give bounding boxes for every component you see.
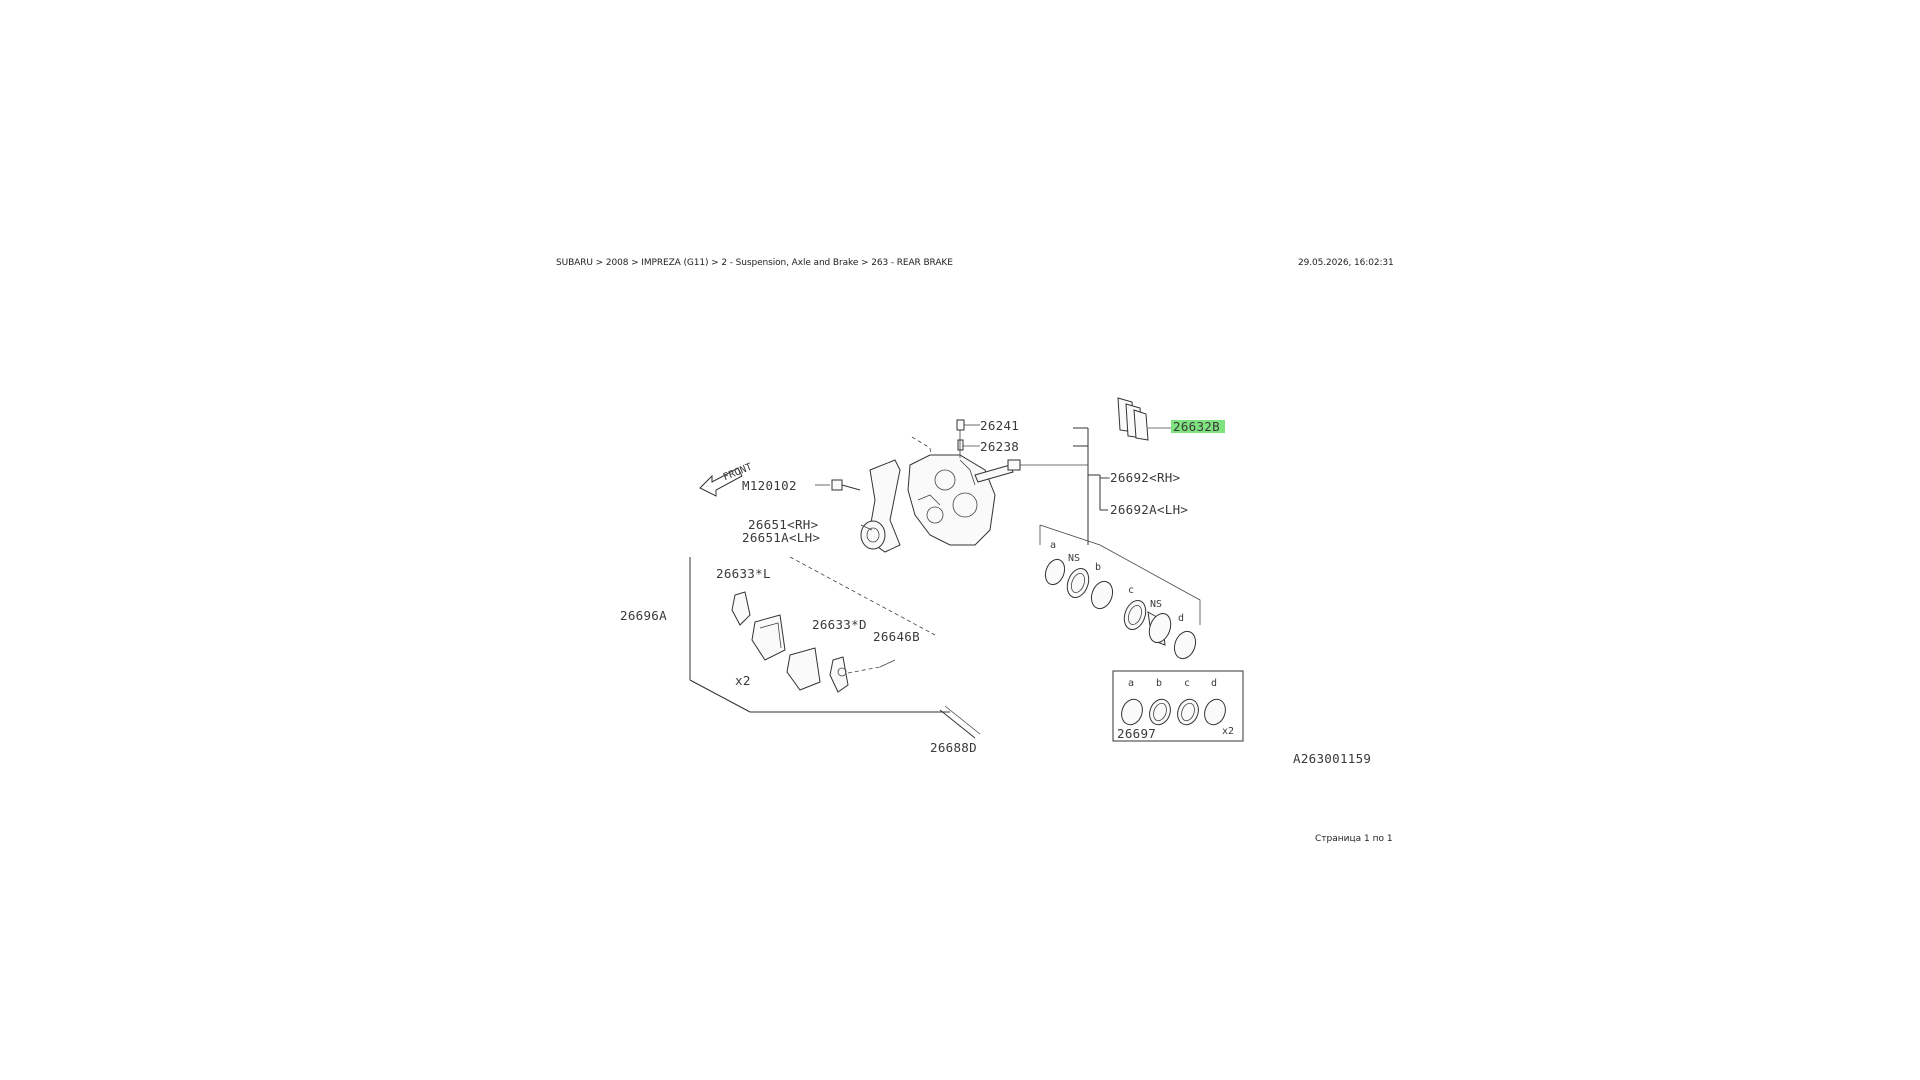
seal-kit-box	[1112, 670, 1244, 742]
image-code: A263001159	[1293, 751, 1371, 766]
part-26633-l-label: 26633*L	[716, 566, 771, 581]
part-26692a-lh-label: 26692A<LH>	[1110, 502, 1188, 517]
part-26646b-label: 26646B	[873, 629, 920, 644]
print-timestamp: 29.05.2026, 16:02:31	[1298, 258, 1394, 268]
mark-d: d	[1178, 613, 1184, 624]
mark-ns-1: NS	[1068, 553, 1080, 564]
highlighted-part-marker	[1171, 420, 1225, 433]
mark-b: b	[1095, 562, 1101, 573]
kit-mark-c: c	[1184, 678, 1190, 689]
caliper-bracket	[860, 436, 941, 553]
part-26696a-label: 26696A	[620, 608, 667, 623]
kit-mark-d: d	[1211, 678, 1217, 689]
page-counter: Страница 1 по 1	[1315, 834, 1393, 844]
part-26238-label: 26238	[980, 439, 1019, 454]
kit-mark-b: b	[1156, 678, 1162, 689]
bleeder-screw	[956, 419, 965, 458]
part-26651-rh-label: 26651<RH>	[748, 517, 818, 532]
bolt-m120102	[831, 479, 861, 491]
caliper-body	[907, 454, 996, 546]
pad-multiplier: x2	[735, 673, 751, 688]
part-m120102-label: M120102	[742, 478, 797, 493]
mark-ns-2: NS	[1150, 599, 1162, 610]
mark-a: a	[1050, 540, 1056, 551]
part-26692-rh-label: 26692<RH>	[1110, 470, 1180, 485]
pad-pin	[939, 705, 981, 739]
kit-mark-a: a	[1128, 678, 1134, 689]
pad-shim-set	[1117, 397, 1149, 441]
part-26241-label: 26241	[980, 418, 1019, 433]
part-26688d-label: 26688D	[930, 740, 977, 755]
piston-seal-group	[1039, 524, 1201, 660]
part-26697-label: 26697	[1117, 726, 1156, 741]
breadcrumb: SUBARU > 2008 > IMPREZA (G11) > 2 - Susp…	[556, 258, 953, 268]
brake-pad-kit	[689, 556, 950, 713]
kit-multiplier: x2	[1222, 726, 1234, 737]
part-26651a-lh-label: 26651A<LH>	[742, 530, 820, 545]
part-26632b-label: 26632B	[1173, 419, 1220, 434]
front-arrow-icon	[699, 467, 743, 497]
part-26633-d-label: 26633*D	[812, 617, 867, 632]
mark-c: c	[1128, 585, 1134, 596]
